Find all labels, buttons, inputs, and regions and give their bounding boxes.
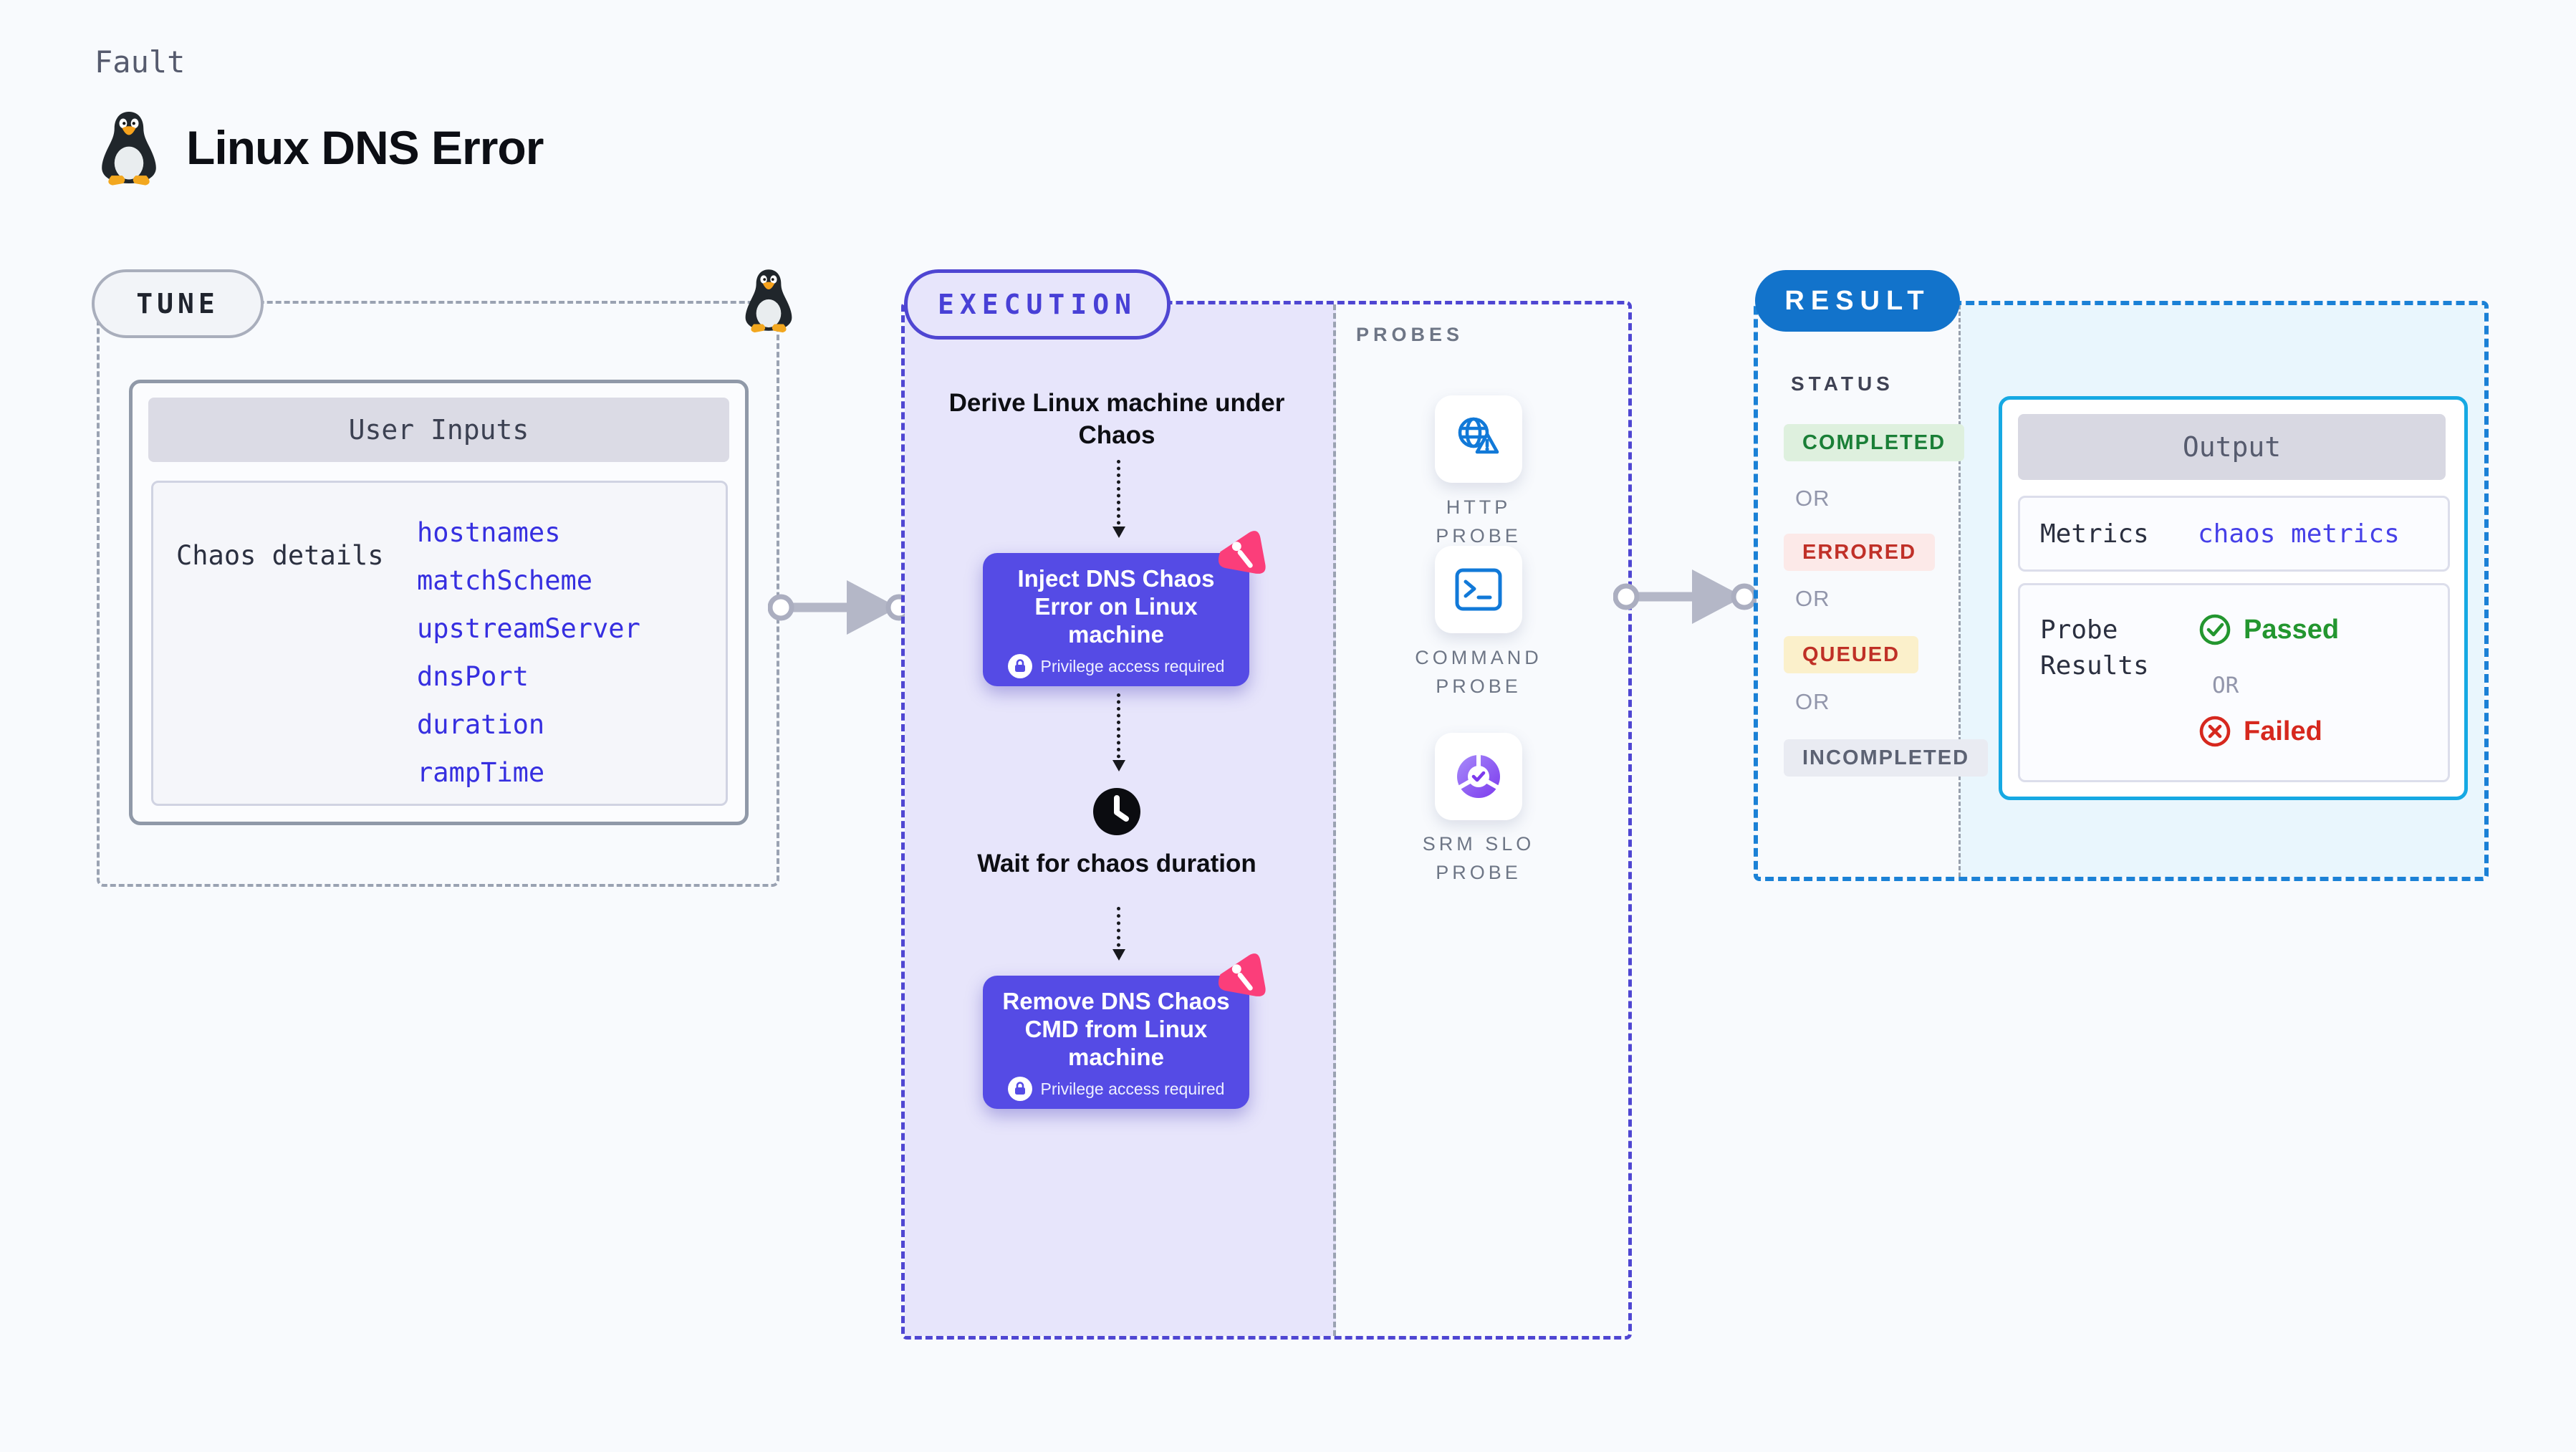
globe-alert-icon <box>1458 417 1499 454</box>
failed-result: Failed <box>2198 714 2322 749</box>
metrics-row: Metrics chaos metrics <box>2018 496 2450 572</box>
inject-chaos-label: Inject DNS Chaos Error on Linux machine <box>1017 565 1215 648</box>
terminal-icon <box>1455 568 1502 611</box>
wait-step-label: Wait for chaos duration <box>977 850 1256 878</box>
execution-section-box <box>901 301 1632 1340</box>
or-separator: OR <box>1795 689 1830 714</box>
status-output-divider <box>1959 305 1961 877</box>
title-row: Linux DNS Error <box>97 109 544 186</box>
output-title: Output <box>2018 414 2446 480</box>
passed-text: Passed <box>2244 614 2340 645</box>
tux-penguin-icon <box>102 112 156 186</box>
remove-chaos-step: Remove DNS Chaos CMD from Linux machine … <box>983 976 1249 1109</box>
tune-section-box <box>97 301 779 887</box>
command-probe-label: COMMAND PROBE <box>1415 647 1542 697</box>
probe-results-label: Probe Results <box>2040 615 2149 681</box>
execution-to-result-arrow <box>1613 569 1756 624</box>
privilege-row: Privilege access required <box>983 654 1249 678</box>
lock-icon <box>1007 1077 1032 1101</box>
chaos-details-panel: Chaos details hostnames matchScheme upst… <box>151 481 728 806</box>
input-matchscheme: matchScheme <box>417 565 593 596</box>
or-separator: OR <box>2212 673 2239 698</box>
chaos-details-values: hostnames matchScheme upstreamServer dns… <box>417 509 640 797</box>
flow-arrow-2 <box>1112 693 1125 771</box>
litmus-chaos-logo-icon <box>1218 953 1266 996</box>
derive-step-label: Derive Linux machine under Chaos <box>948 389 1285 449</box>
status-incompleted-badge: INCOMPLETED <box>1784 739 1989 777</box>
or-separator: OR <box>1795 486 1830 511</box>
flow-arrow-3 <box>1112 907 1125 961</box>
status-errored-badge: ERRORED <box>1784 534 1936 571</box>
slo-donut-check-icon <box>1457 754 1500 798</box>
input-hostnames: hostnames <box>417 517 561 548</box>
privilege-text: Privilege access required <box>1040 656 1225 675</box>
status-heading: STATUS <box>1791 372 1894 395</box>
srm-slo-probe-label: SRM SLO PROBE <box>1422 833 1535 883</box>
user-inputs-card: User Inputs Chaos details hostnames matc… <box>129 380 749 825</box>
user-inputs-title: User Inputs <box>148 398 729 462</box>
privilege-row: Privilege access required <box>983 1077 1249 1101</box>
flow-arrow-1 <box>1112 460 1125 538</box>
input-upstreamserver: upstreamServer <box>417 613 640 644</box>
probes-heading: PROBES <box>1356 324 1464 345</box>
tux-penguin-small-icon <box>745 269 792 333</box>
passed-result: Passed <box>2198 612 2339 647</box>
privilege-text: Privilege access required <box>1040 1079 1225 1098</box>
failed-text: Failed <box>2244 716 2322 746</box>
status-completed-badge: COMPLETED <box>1784 424 1965 461</box>
output-card: Output Metrics chaos metrics Probe Resul… <box>1999 396 2468 800</box>
metrics-value: chaos metrics <box>2198 519 2400 549</box>
metrics-label: Metrics <box>2040 519 2149 549</box>
check-circle-icon <box>2199 614 2231 645</box>
http-probe-card <box>1435 395 1522 483</box>
input-duration: duration <box>417 709 545 740</box>
chaos-details-label: Chaos details <box>176 540 384 571</box>
lock-icon <box>1007 654 1032 678</box>
execution-badge: EXECUTION <box>904 269 1171 340</box>
fault-kicker: Fault <box>95 44 186 80</box>
probe-results-row: Probe Results Passed OR Failed <box>2018 583 2450 782</box>
inject-chaos-step: Inject DNS Chaos Error on Linux machine … <box>983 553 1249 686</box>
page-title: Linux DNS Error <box>186 121 544 174</box>
or-separator: OR <box>1795 586 1830 611</box>
x-circle-icon <box>2199 716 2231 747</box>
tune-to-execution-arrow <box>768 580 911 635</box>
http-probe-label: HTTP PROBE <box>1436 496 1522 547</box>
input-dnsport: dnsPort <box>417 661 529 692</box>
tune-badge: TUNE <box>92 269 264 338</box>
input-ramptime: rampTime <box>417 757 545 788</box>
srm-slo-probe-card <box>1435 733 1522 820</box>
command-probe-card <box>1435 546 1522 633</box>
remove-chaos-label: Remove DNS Chaos CMD from Linux machine <box>1002 988 1230 1070</box>
litmus-chaos-logo-icon <box>1218 531 1266 574</box>
result-badge: RESULT <box>1755 270 1960 332</box>
clock-icon <box>1093 788 1140 835</box>
status-queued-badge: QUEUED <box>1784 636 1919 673</box>
execution-probes-divider <box>1333 304 1336 1336</box>
